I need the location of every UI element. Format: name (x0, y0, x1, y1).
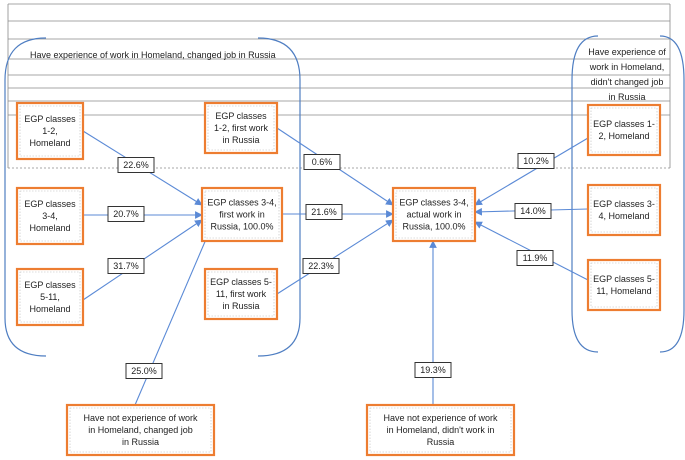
node-box-h12 (15, 101, 85, 161)
node-inner-frame (395, 190, 473, 239)
flow-value-ne1-to-r34: 25.0% (131, 366, 157, 376)
flow-value-box (514, 203, 552, 219)
right-group-bracket-right (659, 35, 685, 353)
node-label-hh34: EGP classes 3- (593, 199, 655, 209)
flow-value-hh12-to-a34: 10.2% (523, 156, 549, 166)
node-label-r12: in Russia (222, 135, 259, 145)
flow-value-box (107, 206, 145, 222)
node-label-hh511: EGP classes 5- (593, 274, 655, 284)
node-label-hh12: EGP classes 1- (593, 119, 655, 129)
node-label-r34: first work in (219, 210, 265, 220)
node-box-r511 (203, 267, 279, 321)
node-label-h511: Homeland (29, 304, 70, 314)
node-label-ne2: Russia (427, 437, 455, 447)
node-label-ne2: Have not experience of work (383, 413, 498, 423)
node-label-ne1: in Russia (122, 437, 159, 447)
group-label-not-changed-line: work in Homeland, (589, 62, 665, 72)
node-label-h34: 3-4, (42, 211, 58, 221)
flow-value-ne2-to-a34: 19.3% (420, 365, 446, 375)
node-inner-frame (207, 105, 275, 151)
node-inner-frame (19, 190, 81, 242)
left-group-bracket-right (257, 37, 301, 357)
node-inner-frame (369, 407, 512, 453)
node-box-r34 (200, 186, 284, 243)
node-inner-frame (590, 262, 658, 308)
node-label-h34: Homeland (29, 223, 70, 233)
node-box-a34 (391, 186, 477, 243)
node-label-r511: EGP classes 5- (210, 277, 272, 287)
node-label-hh12: 2, Homeland (598, 131, 649, 141)
flow-value-box (107, 258, 145, 274)
flow-arrow-r511-to-a34 (276, 219, 394, 295)
node-label-h12: Homeland (29, 138, 70, 148)
node-box-hh34 (586, 183, 662, 237)
node-label-r12: EGP classes (215, 111, 267, 121)
right-group-bracket-left (571, 35, 599, 353)
flow-value-box (517, 153, 555, 169)
flow-arrow-hh12-to-a34 (474, 137, 589, 206)
group-label-not-changed-line: didn't changed job (591, 77, 664, 87)
node-label-h34: EGP classes (24, 199, 76, 209)
node-inner-frame (590, 107, 658, 153)
flow-value-box (414, 362, 452, 378)
node-box-hh511 (586, 258, 662, 312)
flow-value-labels: 22.6% 20.7% 31.7% 25.0% 0.6% 21.6% 22.3% 19.3% 1… (107, 153, 555, 379)
node-box-h34 (15, 186, 85, 246)
node-inner-frame (19, 271, 81, 323)
node-box-r12 (203, 101, 279, 155)
node-box-ne2 (365, 403, 516, 457)
group-label-not-changed-line: in Russia (608, 92, 645, 102)
node-inner-frame (69, 407, 212, 453)
node-label-hh34: 4, Homeland (598, 211, 649, 221)
node-label-r34: Russia, 100.0% (210, 222, 273, 232)
node-label-ne2: in Homeland, didn't work in (387, 425, 495, 435)
flow-value-h12-to-r34: 22.6% (123, 160, 149, 170)
node-inner-frame (207, 271, 275, 317)
flow-value-hh34-to-a34: 14.0% (520, 206, 546, 216)
node-label-r511: 11, first work (216, 289, 267, 299)
node-box-hh12 (586, 103, 662, 157)
flow-value-r34-to-a34: 21.6% (311, 207, 337, 217)
node-label-h12: 1-2, (42, 126, 58, 136)
node-label-r511: in Russia (222, 301, 259, 311)
node-label-ne1: in Homeland, changed job (88, 425, 193, 435)
group-label-not-changed-line: Have experience of (588, 47, 666, 57)
flow-value-r511-to-a34: 22.3% (308, 261, 334, 271)
group-label-not-changed: Have experience of work in Homeland, didn'… (588, 47, 666, 102)
background-grid (7, 3, 671, 169)
flow-value-box (117, 157, 155, 173)
node-label-hh511: 11, Homeland (596, 286, 651, 296)
node-box-ne1 (65, 403, 216, 457)
node-label-h12: EGP classes (24, 114, 76, 124)
group-label-changed-job: Have experience of work in Homeland, cha… (30, 50, 276, 60)
node-inner-frame (19, 105, 81, 157)
node-inner-frame (590, 187, 658, 233)
left-group-bracket-left (4, 37, 47, 357)
node-label-ne1: Have not experience of work (83, 413, 198, 423)
node-label-a34: actual work in (406, 210, 461, 220)
flow-value-box (516, 250, 554, 266)
node-label-a34: Russia, 100.0% (402, 222, 465, 232)
node-box-h511 (15, 267, 85, 327)
node-label-r12: 1-2, first work (214, 123, 269, 133)
node-label-a34: EGP classes 3-4, (399, 198, 468, 208)
flow-value-box (125, 363, 163, 379)
node-label-h511: 5-11, (40, 292, 60, 302)
flow-value-h34-to-r34: 20.7% (113, 209, 139, 219)
flow-value-r12-to-a34: 0.6% (312, 157, 333, 167)
flow-value-box (305, 204, 343, 220)
node-label-h511: EGP classes (24, 280, 76, 290)
flow-value-hh511-to-a34: 11.9% (523, 253, 548, 263)
flow-value-h511-to-r34: 31.7% (113, 261, 139, 271)
node-inner-frame (204, 190, 280, 239)
flow-value-box (303, 154, 341, 170)
node-label-r34: EGP classes 3-4, (207, 198, 276, 208)
flow-value-box (302, 258, 340, 274)
